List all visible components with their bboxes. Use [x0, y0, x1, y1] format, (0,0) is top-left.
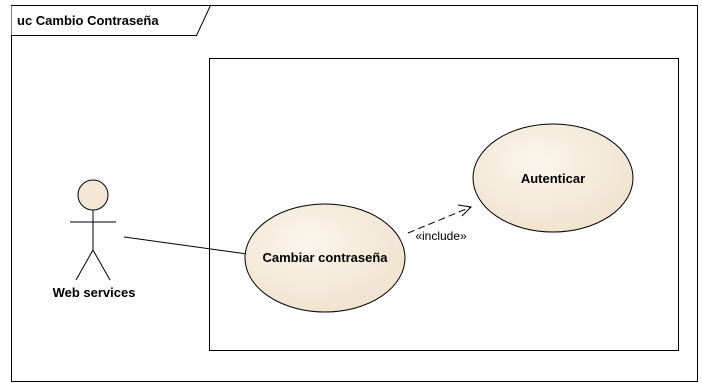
association-line — [123, 236, 248, 255]
frame-title: uc Cambio Contraseña — [17, 13, 159, 28]
use-case-ellipse — [244, 203, 406, 313]
use-case-label: Cambiar contraseña — [263, 250, 389, 265]
include-arrow-line — [407, 206, 472, 234]
include-label: «include» — [415, 229, 467, 243]
include-arrow-head — [457, 204, 473, 217]
include-dependency — [407, 204, 473, 234]
use-case-autenticar[interactable]: Autenticar — [472, 123, 634, 233]
frame-title-tab — [11, 5, 212, 36]
actor-left-leg — [75, 249, 94, 281]
actor-right-leg — [92, 249, 111, 281]
use-case-label: Autenticar — [521, 171, 585, 186]
use-case-ellipse — [472, 123, 634, 233]
actor-figure[interactable] — [70, 179, 116, 281]
actor-name: Web services — [53, 285, 136, 300]
use-case-cambiar-contrasena[interactable]: Cambiar contraseña — [244, 203, 406, 313]
actor-head — [77, 179, 109, 211]
